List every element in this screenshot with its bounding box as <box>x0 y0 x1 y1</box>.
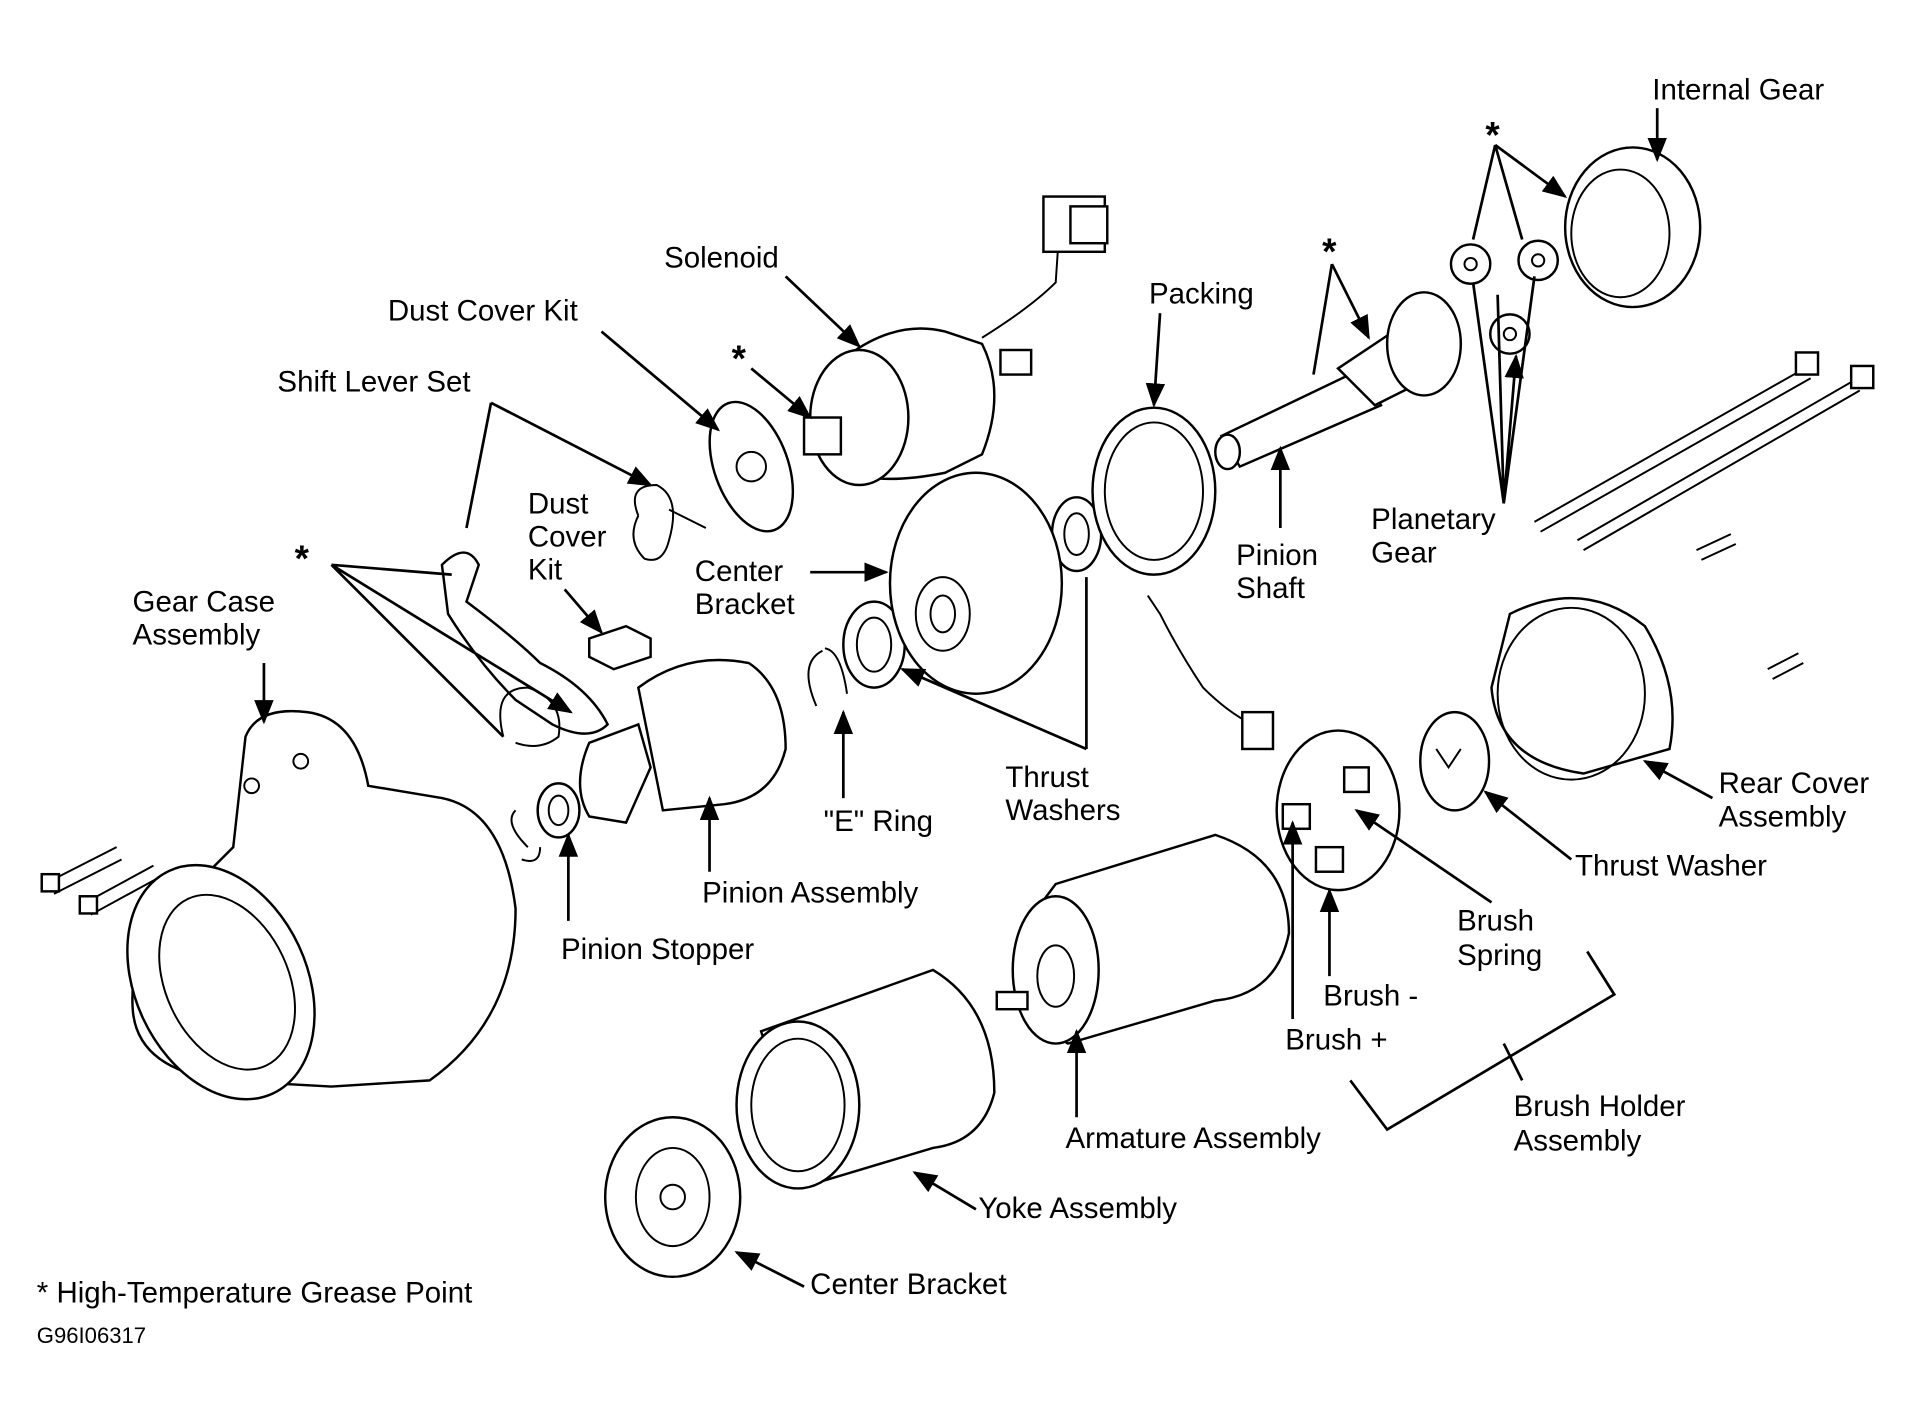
thrust-washer-rear-part <box>1419 710 1491 812</box>
dust-cover-part <box>588 400 795 671</box>
through-bolts-part <box>1533 351 1875 680</box>
label-thrust-washers: Thrust Washers <box>1005 761 1120 827</box>
pinion-assembly-part <box>510 496 1103 862</box>
grease-marker: * <box>1322 231 1337 272</box>
label-pinion-shaft: Pinion Shaft <box>1236 539 1326 605</box>
label-dust-cover-kit-mid: Dust Cover Kit <box>528 487 615 586</box>
label-brush-minus: Brush - <box>1323 980 1418 1013</box>
label-yoke-assembly: Yoke Assembly <box>978 1192 1177 1225</box>
label-internal-gear: Internal Gear <box>1652 74 1824 107</box>
planetary-gear-part <box>1449 239 1560 355</box>
grease-marker: * <box>732 338 747 379</box>
solenoid-part <box>802 195 1109 487</box>
label-armature-assembly: Armature Assembly <box>1066 1122 1322 1155</box>
label-e-ring: "E" Ring <box>824 805 933 838</box>
gear-case-assembly-part <box>126 710 517 1101</box>
label-planetary-gear: Planetary Gear <box>1371 503 1504 569</box>
packing-part <box>1091 406 1217 576</box>
yoke-part <box>735 968 996 1190</box>
internal-gear-part <box>1563 146 1702 309</box>
label-brush-plus: Brush + <box>1285 1024 1387 1057</box>
label-dust-cover-kit-top: Dust Cover Kit <box>388 295 578 328</box>
label-pinion-stopper: Pinion Stopper <box>561 933 754 966</box>
label-packing: Packing <box>1149 277 1254 310</box>
label-gear-case-assembly: Gear Case Assembly <box>133 585 284 651</box>
label-center-bracket-top: Center Bracket <box>695 555 795 621</box>
pinion-shaft-part <box>1214 291 1463 471</box>
brush-holder-part <box>1146 594 1401 892</box>
legend-grease-point: * High-Temperature Grease Point <box>37 1277 472 1310</box>
center-bracket-bottom-part <box>603 1116 742 1279</box>
grease-marker: * <box>1485 114 1500 155</box>
label-center-bracket-bottom: Center Bracket <box>810 1268 1006 1301</box>
label-brush-holder-assembly: Brush Holder Assembly <box>1514 1090 1694 1157</box>
bolts-left-part <box>40 846 159 916</box>
label-solenoid: Solenoid <box>664 242 779 275</box>
figure-code: G96I06317 <box>37 1323 146 1348</box>
armature-part <box>995 833 1291 1045</box>
center-bracket-top-part <box>888 471 1064 695</box>
label-rear-cover-assembly: Rear Cover Assembly <box>1719 767 1878 833</box>
label-brush-spring: Brush Spring <box>1457 905 1542 972</box>
label-thrust-washer: Thrust Washer <box>1575 849 1767 882</box>
label-pinion-assembly: Pinion Assembly <box>702 876 918 909</box>
grease-marker: * <box>295 538 310 579</box>
leader-lines <box>254 108 1714 1288</box>
rear-cover-part <box>1490 597 1674 781</box>
label-shift-lever-set: Shift Lever Set <box>277 366 470 399</box>
